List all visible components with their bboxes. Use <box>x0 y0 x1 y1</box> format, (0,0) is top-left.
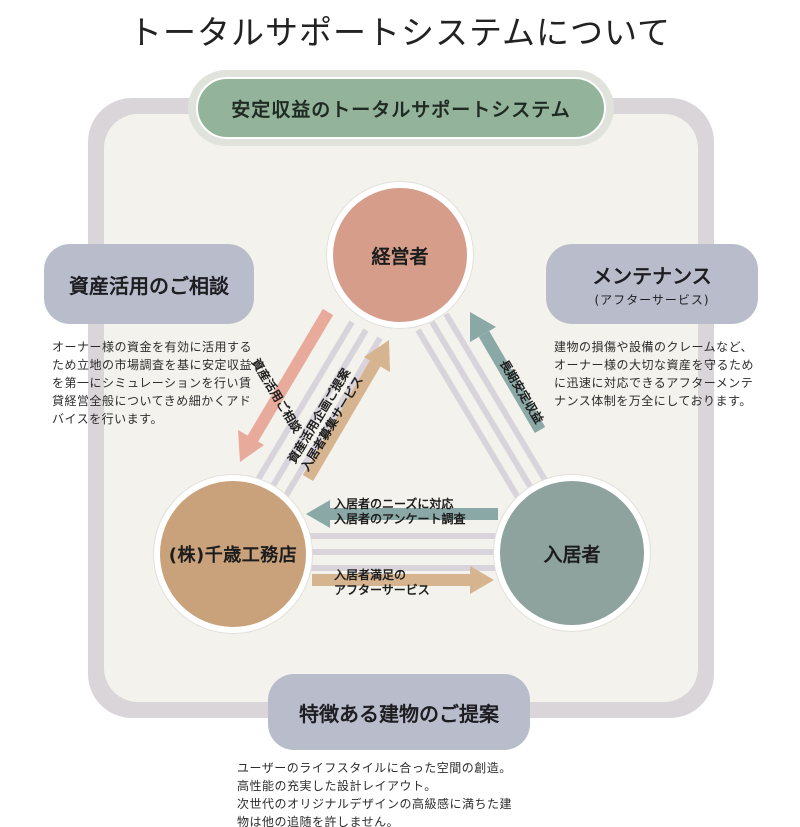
node-company-label: (株)千歳工務店 <box>168 545 298 566</box>
proposal-line: 次世代のオリジナルデザインの高級感に満ちた建 <box>237 797 513 811</box>
arrow-top-to-left <box>238 308 334 462</box>
system-banner: 安定収益のトータルサポートシステム <box>196 77 606 139</box>
node-tenant: 入居者 <box>494 475 650 631</box>
maintenance-description: 建物の損傷や設備のクレームなど、オーナー様の大切な資産を守るために迅速に対応でき… <box>554 340 755 408</box>
node-owner: 経営者 <box>327 182 473 328</box>
connector-top-right <box>415 312 554 508</box>
arrow-left-to-top <box>302 340 390 482</box>
maintenance-heading: メンテナンス <box>592 264 712 288</box>
page-title: トータルサポートシステムについて <box>128 13 672 52</box>
arrow-label-left-to-right: 入居者満足の アフターサービス <box>334 568 430 598</box>
arrow-label-line: 入居者のアンケート調査 <box>334 512 466 526</box>
node-owner-label: 経営者 <box>371 245 429 268</box>
consult-heading-pill: 資産活用のご相談 <box>44 244 254 324</box>
proposal-heading: 特徴ある建物のご提案 <box>299 701 499 726</box>
consult-description: オーナー様の資金を有効に活用するため立地の市場調査を基に安定収益を第一にシミュレ… <box>52 340 253 426</box>
arrow-label-line: 入居者満足の <box>334 568 407 582</box>
maintenance-heading-pill: メンテナンス (アフターサービス) <box>546 244 758 324</box>
connector-left-right <box>306 533 500 571</box>
proposal-line: ユーザーのライフスタイルに合った空間の創造。 <box>237 761 512 775</box>
proposal-description: ユーザーのライフスタイルに合った空間の創造。 高性能の充実した設計レイアウト。 … <box>237 759 577 827</box>
node-company: (株)千歳工務店 <box>154 475 312 633</box>
proposal-heading-pill: 特徴ある建物のご提案 <box>268 674 530 750</box>
arrow-right-to-top <box>470 312 546 434</box>
proposal-line: 高性能の充実した設計レイアウト。 <box>237 779 437 793</box>
node-tenant-label: 入居者 <box>543 543 601 566</box>
arrow-label-right-to-left: 入居者のニーズに対応 入居者のアンケート調査 <box>334 497 466 527</box>
proposal-line: 物は他の追随を許しません。 <box>237 815 400 827</box>
maintenance-subheading: (アフターサービス) <box>594 293 710 307</box>
arrow-label-line: 入居者のニーズに対応 <box>334 497 454 511</box>
consult-heading: 資産活用のご相談 <box>69 273 229 298</box>
connector-top-left <box>244 320 383 516</box>
arrow-label-line: アフターサービス <box>334 583 430 597</box>
arrow-right-to-left <box>306 500 498 528</box>
arrow-left-to-right <box>312 566 494 594</box>
